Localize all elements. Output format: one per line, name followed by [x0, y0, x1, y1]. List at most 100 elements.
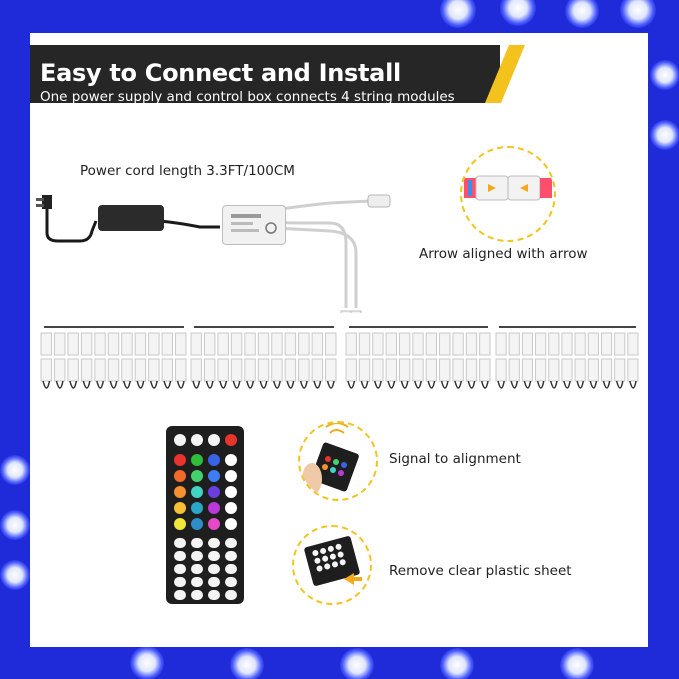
module-wire-loop	[313, 380, 322, 389]
power-adapter	[98, 205, 164, 231]
led-module	[345, 358, 357, 382]
led-module	[425, 358, 438, 382]
remote-function-button	[208, 538, 220, 548]
remote-function-button	[191, 590, 203, 600]
module-wire-loop	[510, 380, 519, 389]
module-wire-loop	[55, 380, 64, 389]
module-wire-loop	[576, 380, 585, 389]
remote-color-button	[225, 486, 237, 498]
module-wire-loop	[563, 380, 571, 389]
led-module	[574, 332, 586, 356]
remote-color-button	[225, 470, 237, 482]
led-module	[479, 332, 491, 356]
led-module	[587, 332, 599, 356]
remote-function-button	[225, 577, 237, 587]
remote-function-button	[225, 564, 237, 574]
remote-color-button	[191, 486, 203, 498]
module-wire-loop	[454, 380, 463, 389]
power-cord-label: Power cord length 3.3FT/100CM	[80, 163, 295, 179]
module-wire-loop	[523, 380, 532, 389]
remote-color-button	[191, 502, 203, 514]
module-wire-loop	[109, 380, 118, 389]
led-module	[203, 332, 216, 356]
module-wire-loop	[414, 380, 422, 389]
led-module	[311, 332, 324, 356]
signal-circle	[298, 421, 378, 501]
module-wire-loop	[615, 380, 624, 389]
led-module	[40, 332, 52, 356]
led-module	[121, 358, 133, 382]
led-module	[257, 358, 270, 382]
led-module	[452, 358, 464, 382]
led-module	[548, 358, 560, 382]
plug-icon	[42, 195, 52, 209]
led-module	[217, 332, 229, 356]
remote-color-button	[174, 502, 186, 514]
remote-function-button	[174, 538, 186, 548]
remote-function-button	[174, 551, 186, 561]
led-module	[257, 332, 270, 356]
led-module	[412, 332, 424, 356]
led-module	[508, 358, 520, 382]
remote-color-button	[225, 518, 237, 530]
module-wire-loop	[400, 380, 409, 389]
led-module	[311, 358, 324, 382]
module-wire-loop	[42, 380, 51, 389]
led-module	[574, 358, 586, 382]
signal-icon	[329, 429, 345, 434]
remote-function-button	[208, 564, 220, 574]
led-module	[271, 358, 283, 382]
module-wire-loop	[360, 380, 369, 389]
remote-color-button	[191, 518, 203, 530]
led-module	[161, 332, 174, 356]
led-module	[271, 332, 283, 356]
arrow-icon	[344, 573, 362, 585]
remote-function-button	[191, 551, 203, 561]
led-module	[452, 332, 464, 356]
led-module	[53, 332, 66, 356]
module-wire-loop	[602, 380, 611, 389]
remote-function-button	[225, 538, 237, 548]
remote-function-button	[191, 577, 203, 587]
remove-sheet-circle	[292, 525, 372, 605]
led-module	[587, 358, 599, 382]
led-module	[80, 358, 93, 382]
led-module	[385, 332, 397, 356]
module-wire-loop	[326, 380, 335, 389]
led-module	[134, 332, 147, 356]
title-banner: Easy to Connect and Install One power su…	[30, 45, 500, 105]
led-module	[535, 358, 547, 382]
module-wire-loop	[629, 380, 637, 389]
led-module	[465, 358, 478, 382]
led-module	[614, 332, 626, 356]
module-wire-loop	[387, 380, 396, 389]
banner-subtitle: One power supply and control box connect…	[40, 89, 455, 105]
led-module	[284, 358, 297, 382]
led-module	[40, 358, 52, 382]
remote-function-button	[191, 538, 203, 548]
led-module	[561, 358, 573, 382]
banner-title: Easy to Connect and Install	[40, 59, 401, 87]
led-module	[190, 358, 202, 382]
led-module	[412, 358, 424, 382]
signal-label: Signal to alignment	[389, 451, 521, 467]
led-module	[230, 358, 243, 382]
led-module	[107, 332, 120, 356]
led-module	[67, 332, 79, 356]
module-wire-loop	[259, 380, 268, 389]
remote-color-button	[208, 486, 220, 498]
remote-button	[174, 434, 186, 446]
remote-color-button	[191, 454, 203, 466]
arrow-left-icon	[520, 184, 528, 192]
led-module	[217, 358, 229, 382]
led-module	[244, 332, 256, 356]
led-module	[627, 332, 639, 356]
module-wire-loop	[497, 380, 505, 389]
module-wire-loop	[374, 380, 382, 389]
led-module	[298, 332, 310, 356]
module-wire-loop	[96, 380, 105, 389]
led-module	[325, 358, 337, 382]
remote-color-button	[174, 454, 186, 466]
module-wire-loop	[176, 380, 185, 389]
module-wire-loop	[589, 380, 598, 389]
